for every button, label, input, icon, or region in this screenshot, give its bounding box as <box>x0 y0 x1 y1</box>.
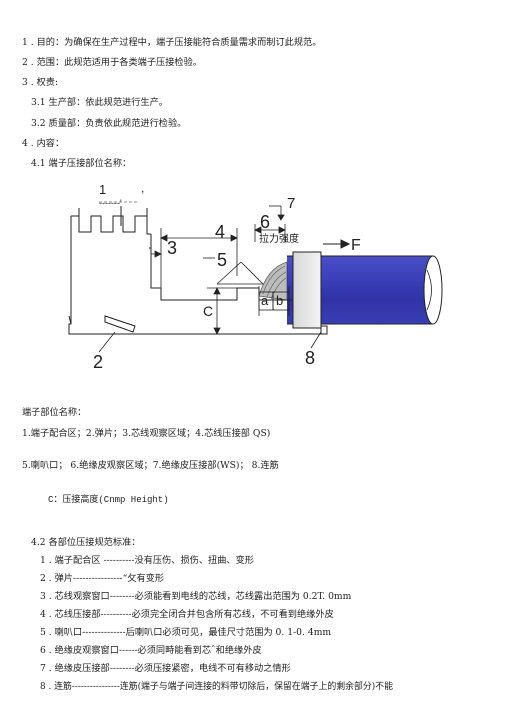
standard-item-8: 8 . 连筋----------------连筋(端子与端子间连接的料带切除后，… <box>40 682 394 692</box>
standards-heading: 4.2 各部位压接规范标准： <box>31 537 141 548</box>
diagram-num-4: 4 <box>215 222 225 242</box>
standard-item-2: 2 . 弹片----------------“攵有变形 <box>40 573 165 584</box>
intro-line-6: 4 . 内容： <box>22 138 65 149</box>
intro-line-7: 4.1 端子压接部位名称： <box>31 158 132 169</box>
standard-item-1: 1 . 端子配合区 ----------没有压伤、损伤、扭曲、变形 <box>40 555 254 566</box>
standard-item-5: 5 . 喇叭口--------------后喇叭口必须可见，最佳尺寸范围为 0.… <box>40 627 332 638</box>
intro-line-4: 3.1 生产部：依此规范进行生产。 <box>31 97 168 108</box>
diagram-num-5: 5 <box>217 250 227 270</box>
diagram-force-label: F <box>351 237 361 254</box>
standard-item-3: 3 . 芯线观察窗口--------必须能看到电线的芯线，芯线露出范围为 0.2… <box>40 591 352 602</box>
diagram-num-6: 6 <box>260 212 270 232</box>
crimp-height-label: C：压接高度(Cnmp Height) <box>48 495 169 505</box>
parts-line-2: 5.喇叭口； 6.绝缘皮观察区域；7.绝缘皮压接部(WS)； 8.连筋 <box>22 460 279 471</box>
diagram-letter-b: b <box>276 293 283 308</box>
standard-item-4: 4 . 芯线压接部----------必须完全闭合并包含所有芯线，不可看到绝缘外… <box>40 609 334 620</box>
conductor-strands <box>258 261 288 301</box>
diagram-num-8: 8 <box>305 348 315 368</box>
diagram-num-7: 7 <box>287 195 295 212</box>
spring-tab <box>104 315 136 333</box>
diagram-mark-1: 1 <box>99 182 106 197</box>
diagram-force-text: 拉力强度 <box>259 232 299 245</box>
diagram-letter-a: a <box>261 293 269 308</box>
diagram-mark-comma: , <box>141 181 144 195</box>
diagram-letter-c: C <box>203 303 213 319</box>
intro-line-1: 1 . 目的：为确保在生产过程中，端子压接能符合质量需求而制订此规范。 <box>22 37 322 48</box>
diagram-num-3: 3 <box>167 238 177 258</box>
parts-line-1: 1.端子配合区；2.弹片；3.芯线观察区域；4.芯线压接部 QS) <box>22 428 271 439</box>
parts-heading: 端子部位名称： <box>22 407 87 418</box>
standard-item-6: 6 . 绝缘皮观察窗口------必须同畤能看到芯ˆ和绝缘外皮 <box>40 645 262 656</box>
terminal-crimp-diagram: 1 , -------' 2 3 4 5 6 7 8 a b C 拉力强度 F <box>68 181 443 372</box>
diagram-num-2: 2 <box>93 352 103 372</box>
diagram-mark-dashes: -------' <box>99 198 122 208</box>
standard-item-7: 7 . 绝缘皮压接部--------必须压接紧密，电线不可有移动之情形 <box>40 663 291 674</box>
intro-line-3: 3 . 权责: <box>22 77 59 88</box>
intro-line-2: 2 . 范围：此规范适用于各类端子压接检验。 <box>22 57 202 68</box>
carrier-stub <box>320 325 328 335</box>
insulation-crimp-sleeve <box>292 251 322 329</box>
intro-line-5: 3.2 质量部：负责依此规范进行检验。 <box>31 118 187 129</box>
